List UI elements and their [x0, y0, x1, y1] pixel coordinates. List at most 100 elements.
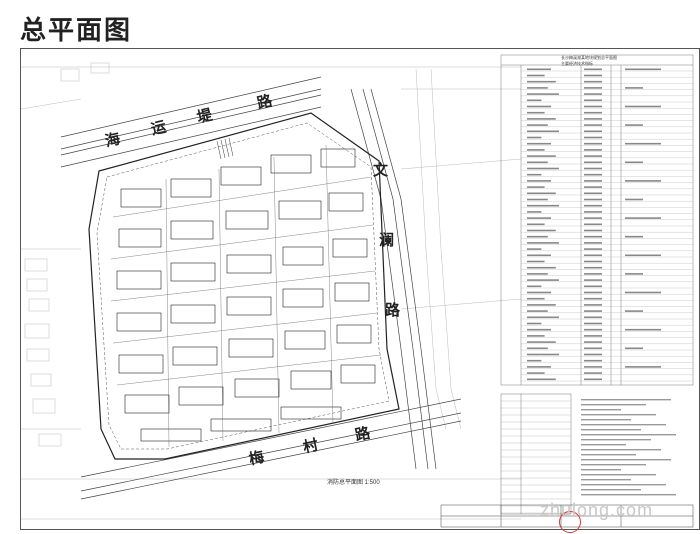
table-text-bar — [584, 93, 602, 95]
table-text-bar — [625, 347, 643, 350]
notes-text-bar — [581, 489, 641, 491]
table-text-bar — [584, 372, 602, 374]
table-text-bar — [584, 192, 602, 195]
table-text-bar — [584, 291, 602, 294]
table-text-bar — [527, 105, 551, 108]
table-text-bar — [527, 74, 545, 77]
table-text-bar — [527, 149, 545, 151]
table-text-bar — [527, 198, 548, 201]
table-text-bar — [625, 87, 643, 89]
table-text-bar — [584, 173, 602, 176]
table-text-bar — [625, 68, 661, 71]
table-text-bar — [527, 260, 545, 263]
legend-table — [500, 393, 572, 515]
table-text-bar — [527, 99, 542, 102]
table-text-bar — [527, 291, 551, 294]
table-text-bar — [584, 118, 602, 120]
site-boundary — [88, 112, 400, 460]
table-text-bar — [584, 149, 602, 151]
table-text-bar — [625, 291, 661, 294]
table-text-bar — [584, 304, 602, 306]
table-header-line1: 长沙梅溪湖某地块规划总平面图 — [561, 55, 617, 60]
table-text-bar — [584, 378, 602, 381]
approval-stamp-icon — [559, 511, 581, 533]
table-text-bar — [527, 217, 551, 219]
table-text-bar — [527, 279, 559, 281]
table-text-bar — [584, 111, 602, 114]
table-text-bar — [584, 99, 602, 102]
table-text-bar — [584, 161, 602, 164]
table-text-bar — [527, 335, 545, 337]
site-plan-drawing — [21, 54, 694, 528]
table-text-bar — [625, 328, 661, 331]
table-text-bar — [625, 161, 643, 164]
table-text-bar — [584, 80, 602, 83]
table-text-bar — [527, 161, 548, 164]
table-text-bar — [527, 229, 556, 232]
table-text-bar — [625, 217, 661, 219]
table-text-bar — [584, 341, 602, 343]
table-text-bar — [584, 285, 602, 288]
table-text-bar — [584, 186, 602, 188]
table-text-bar — [584, 297, 602, 300]
table-text-bar — [527, 359, 542, 362]
table-text-bar — [527, 136, 542, 139]
table-text-bar — [527, 173, 542, 176]
table-text-bar — [527, 304, 556, 306]
table-text-bar — [527, 266, 556, 269]
table-text-bar — [584, 266, 602, 269]
notes-text-bar — [581, 424, 666, 426]
table-text-bar — [527, 204, 559, 207]
road-label-east-1: 文 — [373, 161, 389, 179]
table-text-bar — [584, 124, 602, 126]
table-text-bar — [527, 155, 556, 157]
table-text-bar — [584, 248, 602, 250]
table-text-bar — [527, 192, 556, 195]
table-text-bar — [584, 136, 602, 139]
page-title: 总平面图 — [20, 16, 133, 46]
table-text-bar — [584, 180, 602, 182]
table-text-bar — [584, 142, 602, 145]
table-text-bar — [527, 235, 548, 238]
table-text-bar — [527, 297, 545, 300]
table-text-bar — [584, 74, 602, 77]
notes-text-bar — [581, 454, 636, 456]
table-text-bar — [584, 347, 602, 350]
table-text-bar — [527, 186, 545, 188]
table-text-bar — [584, 229, 602, 232]
table-text-bar — [584, 204, 602, 207]
notes-text-bar — [581, 399, 671, 401]
table-text-bar — [625, 235, 643, 238]
watermark: zhulong.com — [540, 500, 654, 520]
table-text-bar — [584, 217, 602, 219]
table-text-bar — [584, 155, 602, 157]
table-text-bar — [625, 366, 661, 368]
table-text-bar — [625, 198, 643, 201]
table-text-bar — [584, 223, 602, 226]
table-text-bar — [584, 335, 602, 337]
table-text-bar — [527, 347, 548, 350]
table-text-bar — [527, 254, 551, 257]
table-text-bar — [527, 366, 551, 368]
table-text-bar — [625, 180, 661, 182]
table-text-bar — [625, 310, 643, 312]
table-text-bar — [527, 93, 559, 95]
table-text-bar — [527, 180, 551, 182]
notes-text-bar — [581, 494, 676, 496]
table-text-bar — [584, 260, 602, 263]
table-text-bar — [584, 328, 602, 331]
table-text-bar — [527, 211, 542, 213]
table-text-bar — [527, 316, 559, 319]
table-text-bar — [584, 68, 602, 71]
road-label-east-2: 澜 — [379, 231, 395, 249]
table-text-bar — [527, 87, 548, 89]
table-text-bar — [527, 328, 551, 331]
table-text-bar — [527, 167, 559, 170]
table-text-bar — [527, 124, 548, 126]
table-text-bar — [527, 130, 559, 133]
notes-text-bar — [581, 439, 651, 441]
notes-text-bar — [581, 484, 666, 486]
notes-text-bar — [581, 419, 631, 421]
table-text-bar — [527, 341, 556, 343]
table-text-bar — [527, 242, 559, 244]
